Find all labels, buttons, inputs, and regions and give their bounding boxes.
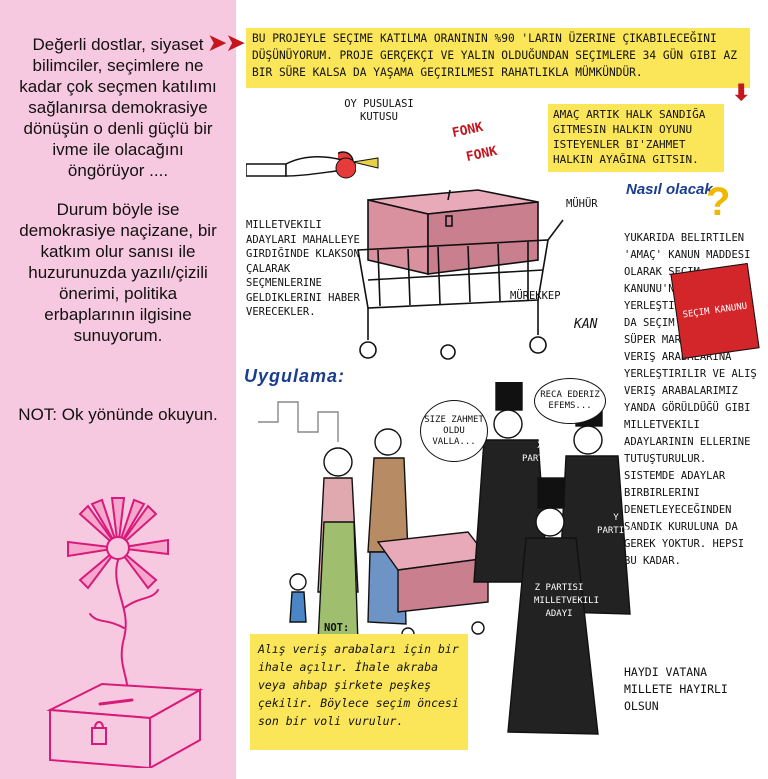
law-book: Seçim kanunu bbox=[670, 262, 760, 360]
speech-bubble-candidate: Reca ederiz efems... bbox=[534, 378, 606, 424]
shopping-cart-ballot-illustration bbox=[338, 151, 564, 360]
hand-icon bbox=[246, 156, 356, 179]
x-party-label: X partisi bbox=[522, 441, 560, 464]
seal-label: Mühür bbox=[566, 198, 598, 210]
intro-caption: Bu projeyle seçime katılma oranının %90 … bbox=[246, 28, 750, 88]
question-mark-icon: ? bbox=[706, 180, 731, 224]
horn-sound: Fonk bbox=[450, 119, 485, 142]
note-label: Not: bbox=[324, 622, 350, 634]
candidates-and-voters-illustration bbox=[258, 382, 631, 735]
intro-text: Değerli dostlar, siyaset bilimciler, seç… bbox=[12, 34, 224, 364]
procedure-text: Yukarıda belirtilen 'amaç' kanun maddesi… bbox=[624, 232, 757, 567]
speech-bubble-voter: Size zahmet oldu valla... bbox=[420, 400, 488, 462]
how-title: Nasıl olacak bbox=[626, 181, 713, 198]
arrow-down-icon: ⬇ bbox=[732, 80, 751, 105]
candidates-caption: Milletvekili adayları mahalleye girdiğin… bbox=[246, 219, 360, 318]
application-title: Uygulama: bbox=[244, 366, 346, 386]
intro-paragraph-2: Durum böyle ise demokrasiye naçizane, bi… bbox=[19, 200, 217, 345]
ballot-box-flower-illustration bbox=[46, 497, 204, 768]
intro-paragraph: Değerli dostlar, siyaset bilimciler, seç… bbox=[19, 35, 217, 180]
z-party-label: Z partisi milletvekili adayı bbox=[534, 583, 600, 619]
arrow-right-icon: ➤➤ bbox=[208, 30, 245, 55]
note-caption: Alış veriş arabaları için bir ihale açıl… bbox=[250, 634, 468, 750]
ballot-box-label: Oy pusulası kutusu bbox=[344, 98, 414, 123]
ink-label: Mürekkep bbox=[510, 290, 561, 302]
artist-signature: Kan bbox=[574, 317, 598, 332]
intro-panel: Değerli dostlar, siyaset bilimciler, seç… bbox=[0, 0, 236, 779]
comic-panel: ➤➤ Bu projeyle seçime katılma oranının %… bbox=[208, 0, 768, 779]
purpose-caption: Amaç artık halk sandığa gitmesin halkın … bbox=[548, 104, 724, 172]
y-party-label: Y partisi bbox=[597, 513, 635, 536]
reading-note: NOT: Ok yönünde okuyun. bbox=[18, 405, 218, 424]
closing-text: Haydi vatana millete hayırlı olsun bbox=[624, 665, 728, 713]
